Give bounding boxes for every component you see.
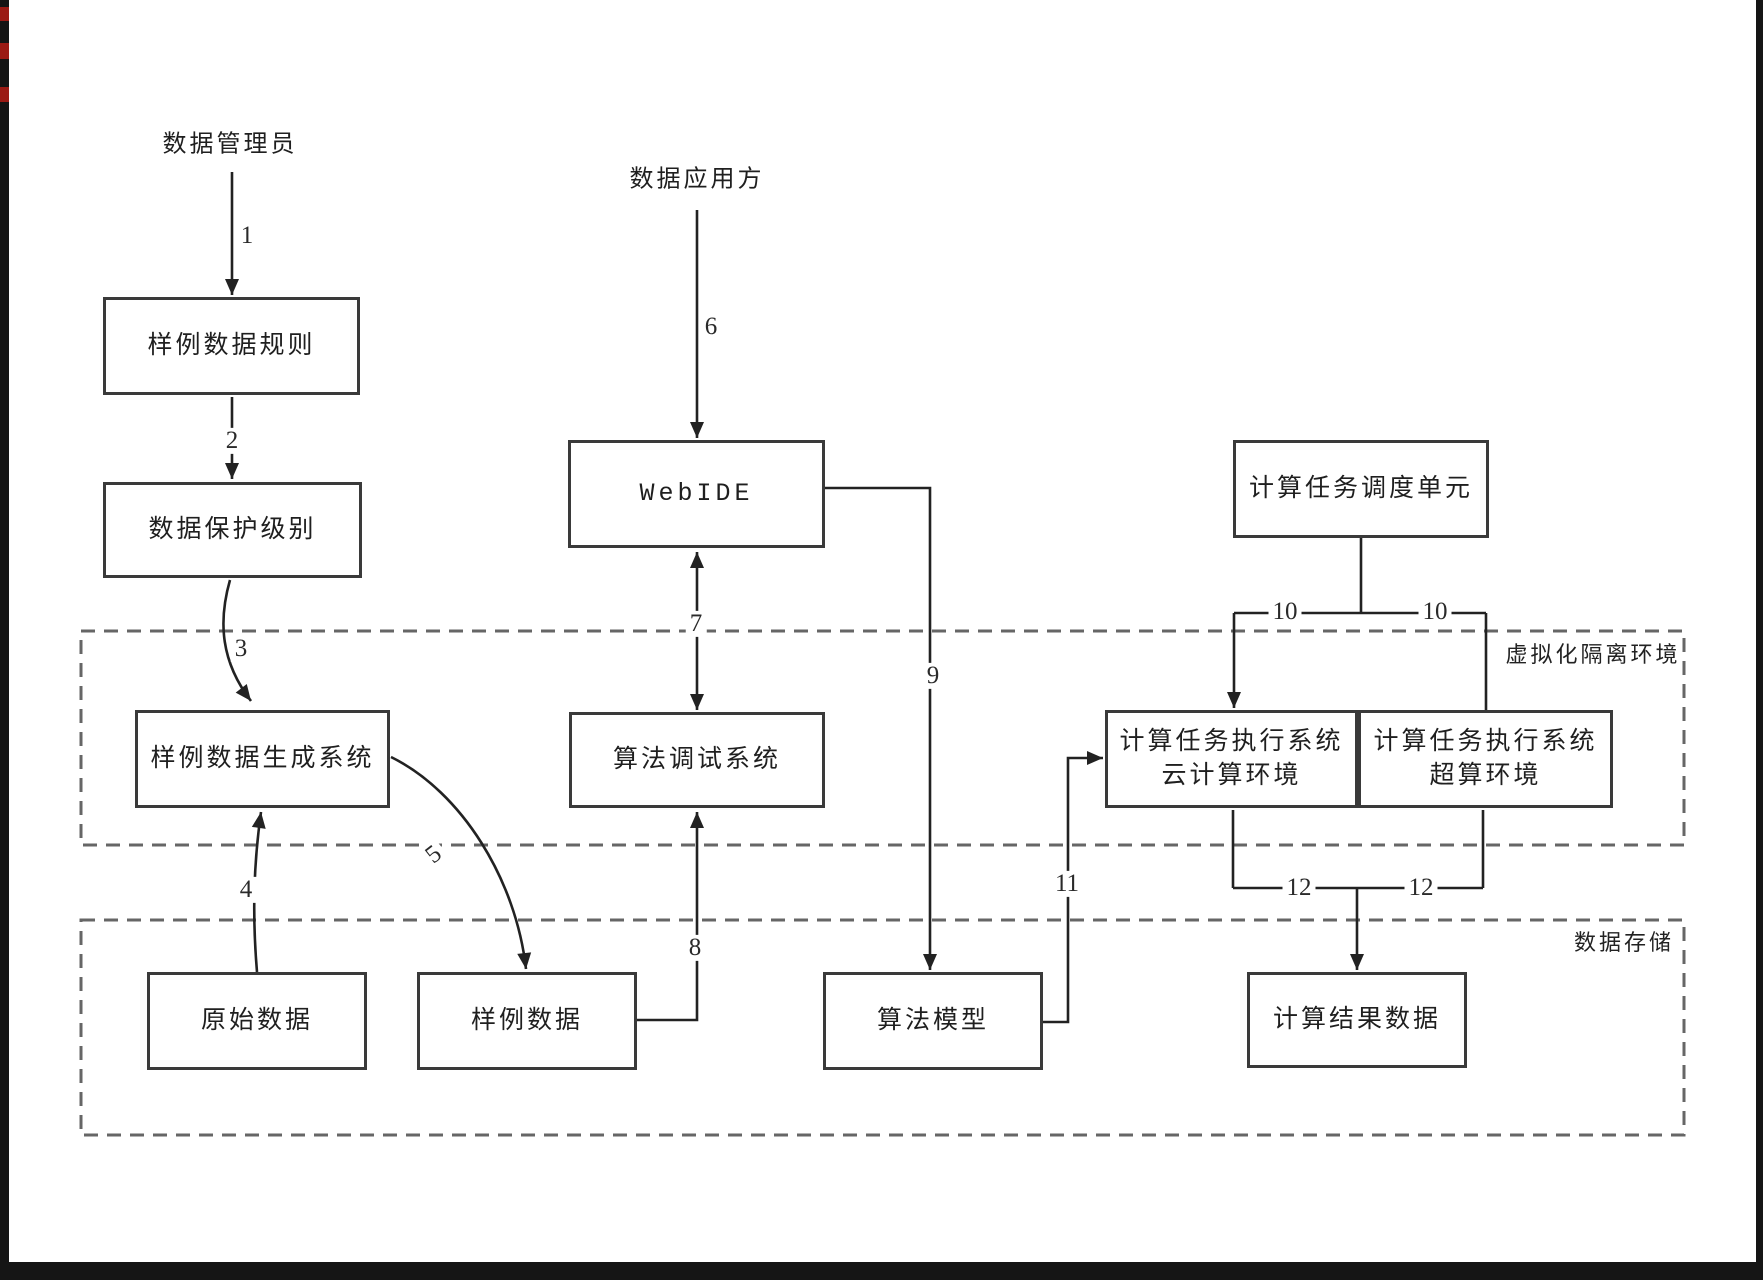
edge-3-label: 3 [230,635,252,663]
edge-5 [390,755,532,970]
node-sample-data-gen-system: 样例数据生成系统 [135,710,390,808]
edge-2-label: 2 [221,427,243,455]
actor-data-admin-label: 数据管理员 [162,130,298,158]
actor-data-app-label: 数据应用方 [629,165,765,193]
edge-1-label: 1 [236,222,258,250]
zone-storage-border [79,918,1686,1137]
edge-8 [637,812,704,1022]
red-mark-1 [0,7,9,21]
edge-7-label: 7 [685,610,707,638]
node-sample-data-label: 样例数据 [470,1006,583,1035]
node-sample-data-rules: 样例数据规则 [103,297,360,395]
node-sample-data: 样例数据 [417,972,637,1070]
node-exec-system-cloud: 计算任务执行系统 云计算环境 [1105,710,1358,808]
edge-11-label: 11 [1050,870,1084,898]
node-algo-model: 算法模型 [823,972,1043,1070]
zone-virtualization-border [79,629,1686,847]
node-data-protection-level-label: 数据保护级别 [148,515,317,544]
node-raw-data-label: 原始数据 [200,1006,313,1035]
node-algo-debug-system-label: 算法调试系统 [612,745,781,774]
node-exec-system-hpc-line1: 计算任务执行系统 [1373,727,1598,756]
edge-9-label: 9 [922,662,944,690]
node-task-scheduler: 计算任务调度单元 [1233,440,1489,538]
zone-storage-label: 数据存储 [1573,930,1675,955]
node-webide: WebIDE [568,440,825,548]
node-exec-system-cloud-line1: 计算任务执行系统 [1119,727,1344,756]
node-webide-label: WebIDE [639,479,754,509]
zone-virtualization-label: 虚拟化隔离环境 [1505,642,1681,667]
edge-8-label: 8 [684,934,706,962]
node-data-protection-level: 数据保护级别 [103,482,362,578]
node-raw-data: 原始数据 [147,972,367,1070]
node-result-data: 计算结果数据 [1247,972,1467,1068]
edge-12-left-label: 12 [1282,874,1316,902]
node-exec-system-cloud-line2: 云计算环境 [1161,761,1302,789]
edge-10-left-label: 10 [1268,598,1302,626]
node-task-scheduler-label: 计算任务调度单元 [1248,474,1473,503]
node-algo-debug-system: 算法调试系统 [569,712,825,808]
red-mark-2 [0,43,9,59]
edge-10-right-label: 10 [1418,598,1452,626]
edge-9 [825,486,937,970]
edge-12-right-label: 12 [1404,874,1438,902]
red-mark-3 [0,87,9,102]
edge-4-label: 4 [235,876,257,904]
bottom-edge-bar [9,1262,1763,1280]
node-sample-data-gen-system-label: 样例数据生成系统 [150,744,375,773]
node-sample-data-rules-label: 样例数据规则 [147,331,316,360]
edge-6-label: 6 [700,313,722,341]
edge-3 [222,579,253,702]
node-exec-system-hpc: 计算任务执行系统 超算环境 [1358,710,1613,808]
right-edge-bar [1756,0,1763,1280]
node-result-data-label: 计算结果数据 [1272,1005,1441,1034]
node-algo-model-label: 算法模型 [876,1006,989,1035]
node-exec-system-hpc-line2: 超算环境 [1429,761,1542,789]
left-edge-bar [0,0,9,1280]
